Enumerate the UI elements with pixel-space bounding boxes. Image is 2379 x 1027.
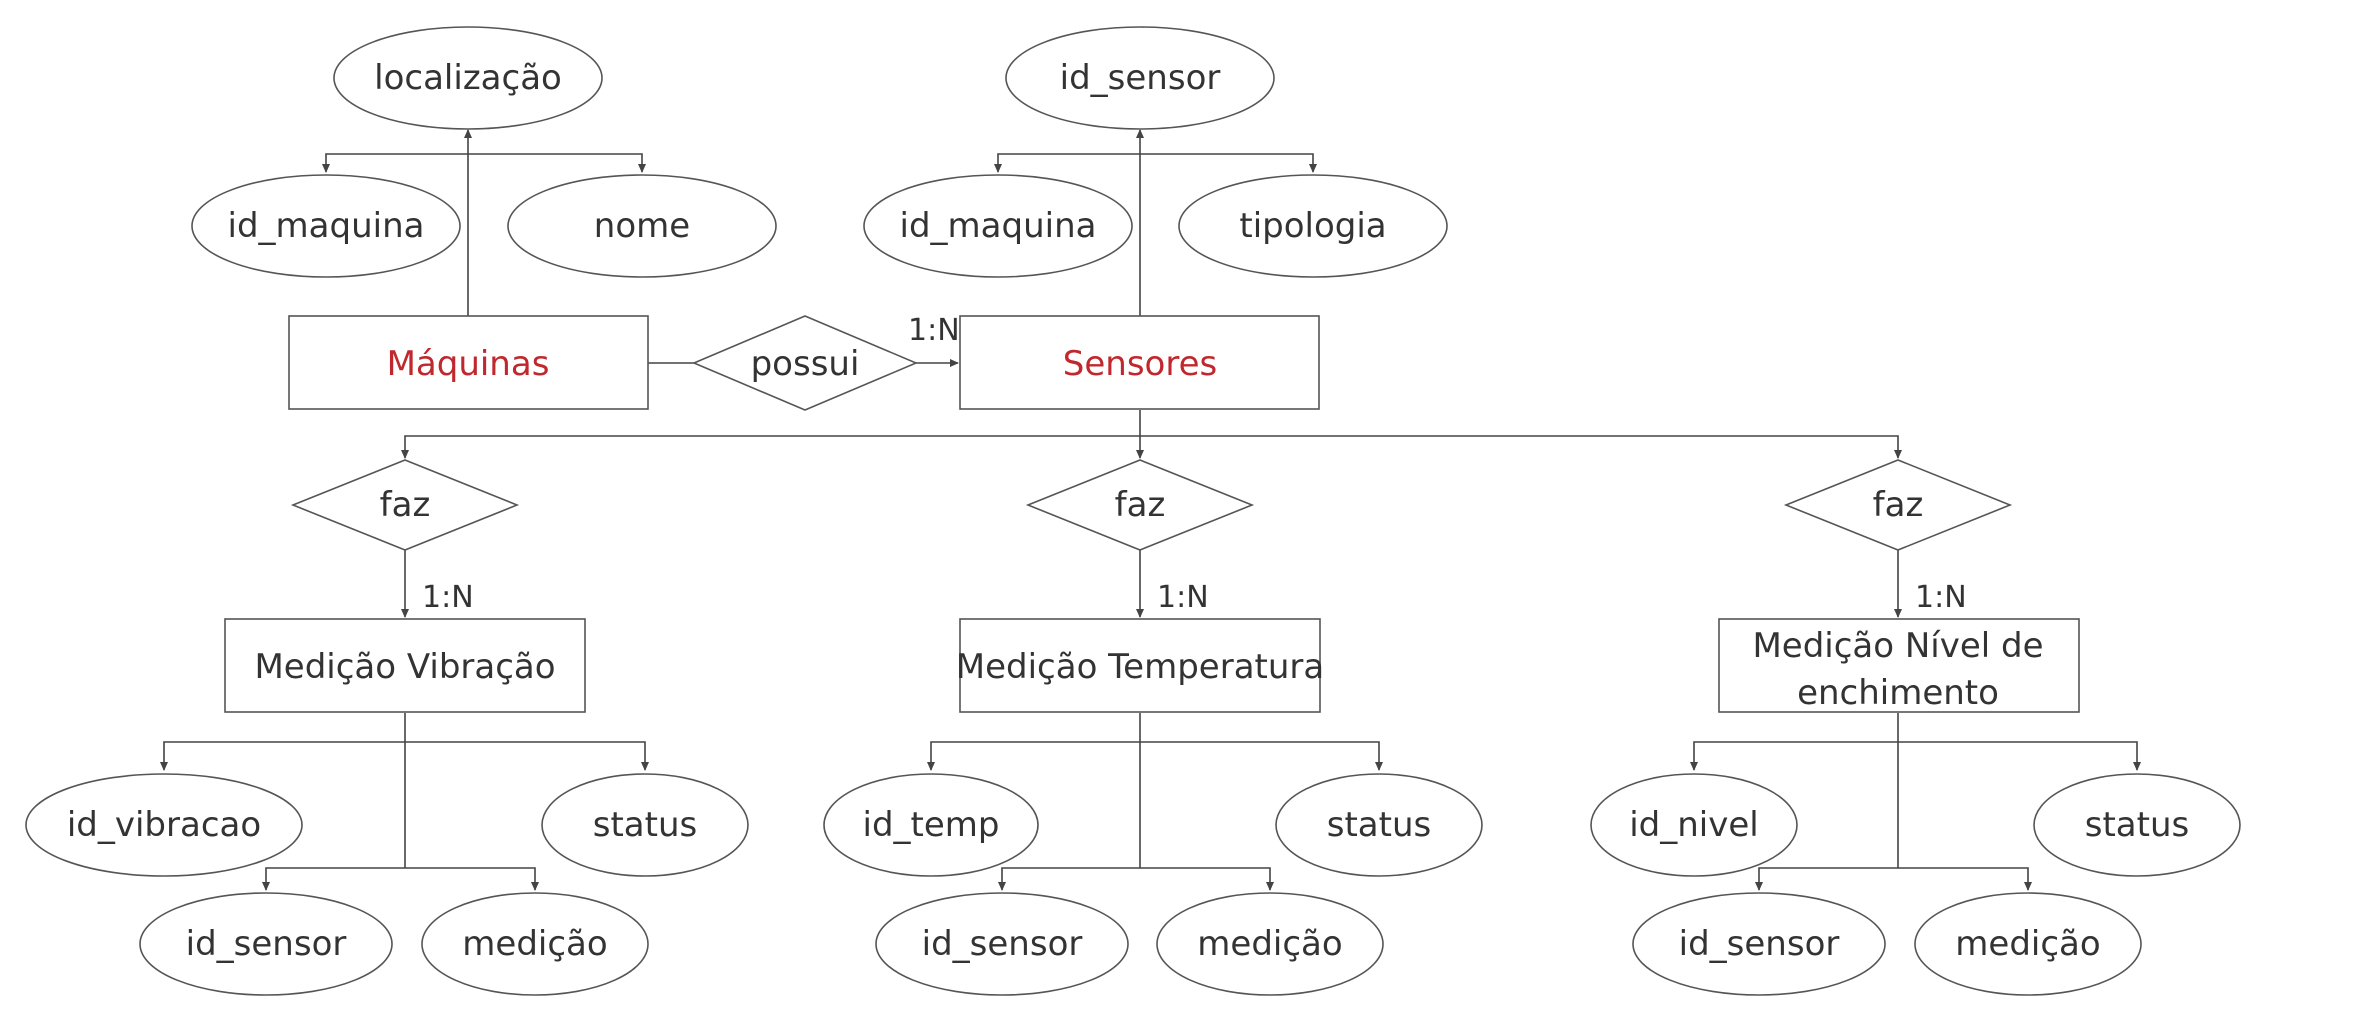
attribute-vibracao-status-label: status	[593, 805, 697, 845]
entity-medicao-nivel-label-line2: enchimento	[1797, 673, 1999, 713]
cardinality-possui: 1:N	[908, 313, 960, 348]
connector-vibracao-medicao	[405, 867, 539, 891]
connector-nivel-id-sensor	[1755, 867, 1898, 891]
relationship-faz-vibracao-label: faz	[380, 485, 431, 525]
attribute-nivel-id-sensor-label: id_sensor	[1679, 924, 1840, 964]
connector-vibracao-id-vibracao	[160, 741, 405, 771]
connector-sensores-tipologia	[1140, 153, 1317, 173]
entity-medicao-vibracao[interactable]: Medição Vibração	[224, 618, 586, 713]
connector-temperatura-status	[1140, 741, 1383, 771]
entity-medicao-temperatura[interactable]: Medição Temperatura	[956, 618, 1324, 713]
attribute-nivel-status[interactable]: status	[2033, 773, 2241, 877]
entity-medicao-nivel-label-line1: Medição Nível de	[1752, 626, 2043, 666]
attribute-temperatura-id-sensor[interactable]: id_sensor	[875, 892, 1129, 996]
connector-sensores-faz-nivel	[1140, 435, 1902, 459]
attribute-sensores-id-maquina[interactable]: id_maquina	[863, 174, 1133, 278]
connector-sensores-faz-vibracao	[401, 435, 1140, 459]
entity-maquinas[interactable]: Máquinas	[288, 315, 649, 410]
attribute-localizacao[interactable]: localização	[333, 26, 603, 130]
attribute-vibracao-id-sensor-label: id_sensor	[186, 924, 347, 964]
attribute-maquinas-id-maquina-label: id_maquina	[228, 206, 425, 246]
attribute-vibracao-medicao[interactable]: medição	[421, 892, 649, 996]
connector-nivel-medicao	[1898, 867, 2032, 891]
attribute-nome[interactable]: nome	[507, 174, 777, 278]
attribute-id-nivel-label: id_nivel	[1629, 805, 1759, 845]
attribute-id-temp-label: id_temp	[863, 805, 1000, 845]
attribute-nivel-medicao-label: medição	[1955, 924, 2100, 964]
connector-sensores-id-maquina	[994, 153, 1140, 173]
attribute-maquinas-id-maquina[interactable]: id_maquina	[191, 174, 461, 278]
attribute-tipologia[interactable]: tipologia	[1178, 174, 1448, 278]
attribute-tipologia-label: tipologia	[1239, 206, 1386, 246]
relationship-possui-label: possui	[751, 344, 860, 384]
attribute-nivel-id-sensor[interactable]: id_sensor	[1632, 892, 1886, 996]
attribute-nome-label: nome	[594, 206, 690, 246]
entity-maquinas-label: Máquinas	[387, 344, 550, 384]
connector-maquinas-nome	[468, 153, 646, 173]
attribute-temperatura-medicao-label: medição	[1197, 924, 1342, 964]
attribute-vibracao-medicao-label: medição	[462, 924, 607, 964]
relationship-possui[interactable]: possui	[691, 315, 919, 411]
entity-medicao-temperatura-label: Medição Temperatura	[956, 647, 1324, 687]
attribute-nivel-status-label: status	[2085, 805, 2189, 845]
connector-temperatura-medicao	[1140, 867, 1274, 891]
relationship-faz-nivel-label: faz	[1873, 485, 1924, 525]
attribute-sensores-id-sensor-label: id_sensor	[1060, 58, 1221, 98]
connector-temperatura-id-temp	[927, 741, 1140, 771]
attribute-temperatura-status-label: status	[1327, 805, 1431, 845]
connector-maquinas-id-maquina	[322, 153, 468, 173]
connector-temperatura-id-sensor	[998, 867, 1140, 891]
entity-medicao-vibracao-label: Medição Vibração	[254, 647, 555, 687]
entity-sensores-label: Sensores	[1063, 344, 1217, 384]
attribute-temperatura-id-sensor-label: id_sensor	[922, 924, 1083, 964]
attribute-id-nivel[interactable]: id_nivel	[1590, 773, 1798, 877]
attribute-sensores-id-maquina-label: id_maquina	[900, 206, 1097, 246]
connectors	[160, 129, 2141, 891]
attribute-nivel-medicao[interactable]: medição	[1914, 892, 2142, 996]
attribute-temperatura-medicao[interactable]: medição	[1156, 892, 1384, 996]
cardinality-vibracao: 1:N	[422, 580, 474, 615]
attribute-vibracao-status[interactable]: status	[541, 773, 749, 877]
relationship-faz-nivel[interactable]: faz	[1783, 459, 2013, 551]
connector-vibracao-id-sensor	[262, 867, 405, 891]
relationship-faz-temperatura[interactable]: faz	[1025, 459, 1255, 551]
cardinality-temperatura: 1:N	[1157, 580, 1209, 615]
attribute-localizacao-label: localização	[374, 58, 562, 98]
relationship-faz-vibracao[interactable]: faz	[290, 459, 520, 551]
cardinality-nivel: 1:N	[1915, 580, 1967, 615]
connector-vibracao-status	[405, 741, 649, 771]
connector-nivel-id-nivel	[1690, 741, 1898, 771]
entity-medicao-nivel[interactable]: Medição Nível de enchimento	[1718, 618, 2080, 713]
attribute-id-vibracao-label: id_vibracao	[67, 805, 261, 845]
attribute-vibracao-id-sensor[interactable]: id_sensor	[139, 892, 393, 996]
attribute-id-vibracao[interactable]: id_vibracao	[25, 773, 303, 877]
attribute-temperatura-status[interactable]: status	[1275, 773, 1483, 877]
connector-nivel-status	[1898, 741, 2141, 771]
attribute-id-temp[interactable]: id_temp	[823, 773, 1039, 877]
entity-sensores[interactable]: Sensores	[959, 315, 1320, 410]
relationship-faz-temperatura-label: faz	[1115, 485, 1166, 525]
attribute-sensores-id-sensor[interactable]: id_sensor	[1005, 26, 1275, 130]
